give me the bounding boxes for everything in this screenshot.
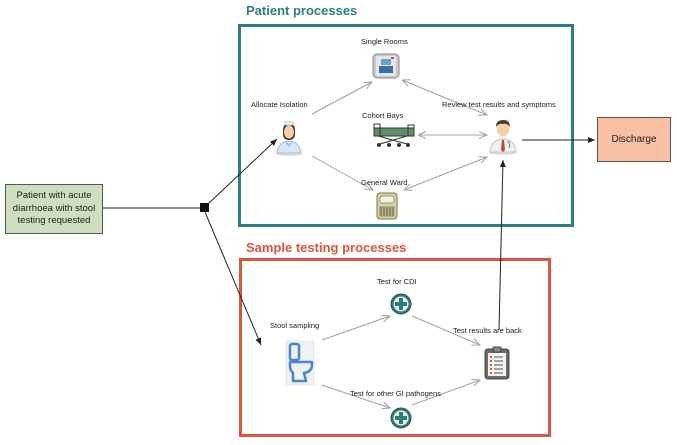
medical-cross-icon [390, 293, 412, 315]
edge-stool-to-test-cdi [321, 316, 390, 341]
single-rooms-label: Single Rooms [361, 37, 408, 46]
cohort-bays-label: Cohort Bays [362, 111, 404, 120]
ward-bed-icon [376, 192, 398, 220]
edge-general-ward-review [404, 157, 487, 190]
edge-single-rooms-review [402, 80, 487, 115]
patient-start-node: Patient with acute diarrhoea with stool … [5, 184, 103, 234]
sample-testing-processes-frame [239, 258, 551, 437]
hospital-bed-icon [373, 123, 415, 147]
sample-testing-processes-title: Sample testing processes [246, 240, 407, 255]
discharge-label: Discharge [611, 134, 657, 145]
patient-start-label: Patient with acute diarrhoea with stool … [12, 190, 96, 227]
edge-test-other-to-results [411, 380, 480, 406]
edge-stool-to-test-other [321, 384, 390, 408]
medical-cross-icon [390, 407, 412, 429]
general-ward-label: General Ward [361, 178, 408, 187]
stool-sampling-label: Stool sampling [270, 321, 320, 330]
edge-junction-to-allocate-isolation [207, 138, 278, 205]
patient-processes-frame [238, 24, 574, 227]
results-back-label: Test results are back [453, 326, 522, 335]
test-cdi-label: Test for CDI [377, 277, 417, 286]
patient-processes-title: Patient processes [246, 3, 358, 18]
discharge-node: Discharge [597, 117, 671, 162]
edge-junction-to-stool-sampling [204, 211, 262, 346]
edge-results-to-review [498, 159, 506, 331]
single-room-icon [372, 53, 400, 79]
review-results-label: Review test results and symptoms [442, 100, 556, 109]
edge-isolation-to-general-ward [311, 155, 373, 190]
edge-test-cdi-to-results [411, 315, 480, 345]
toilet-icon [285, 340, 315, 386]
junction-node [200, 203, 209, 212]
edge-isolation-to-single-rooms [311, 82, 372, 115]
clipboard-icon [484, 346, 510, 380]
test-other-label: Test for other GI pathogens [350, 389, 441, 398]
allocate-isolation-label: Allocate Isolation [251, 100, 308, 109]
nurse-icon [276, 121, 302, 156]
doctor-icon [489, 120, 517, 155]
